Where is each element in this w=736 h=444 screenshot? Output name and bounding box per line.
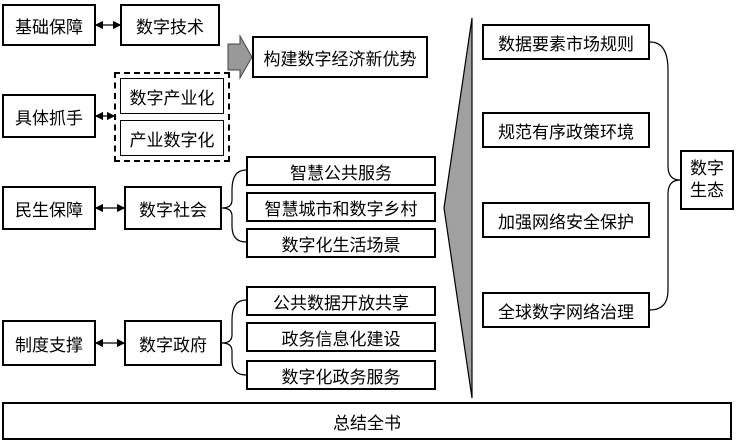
society-item-smart-city: 智慧城市和数字乡村 bbox=[246, 192, 436, 222]
digital-industrialization-node: 数字产业化 bbox=[120, 78, 224, 114]
right-item-data-market: 数据要素市场规则 bbox=[482, 24, 650, 60]
summary-footer: 总结全书 bbox=[2, 402, 732, 440]
pillar-lever-label: 具体抓手 bbox=[2, 94, 96, 138]
ecology-line1: 数字 bbox=[690, 159, 724, 179]
industrial-digitalization-node: 产业数字化 bbox=[120, 120, 224, 156]
right-item-cyber-security: 加强网络安全保护 bbox=[482, 202, 650, 238]
digital-ecology-node: 数字 生态 bbox=[680, 150, 734, 210]
right-item-global-governance: 全球数字网络治理 bbox=[482, 292, 650, 328]
digital-government-node: 数字政府 bbox=[124, 320, 222, 366]
gov-item-open-data: 公共数据开放共享 bbox=[246, 286, 436, 316]
pillar-institution-label: 制度支撑 bbox=[2, 320, 96, 366]
lever-group bbox=[114, 72, 230, 162]
right-item-policy-environment: 规范有序政策环境 bbox=[482, 112, 650, 148]
goal-box: 构建数字经济新优势 bbox=[252, 36, 428, 78]
society-item-public-services: 智慧公共服务 bbox=[246, 156, 436, 186]
digital-tech-node: 数字技术 bbox=[120, 4, 220, 46]
gov-item-digital-services: 数字化政务服务 bbox=[246, 360, 436, 390]
pillar-livelihood-label: 民生保障 bbox=[2, 186, 96, 230]
pillar-foundation-label: 基础保障 bbox=[2, 4, 96, 46]
society-item-digital-life: 数字化生活场景 bbox=[246, 228, 436, 258]
digital-society-node: 数字社会 bbox=[124, 186, 222, 230]
ecology-line2: 生态 bbox=[690, 181, 724, 201]
gov-item-informatization: 政务信息化建设 bbox=[246, 322, 436, 352]
